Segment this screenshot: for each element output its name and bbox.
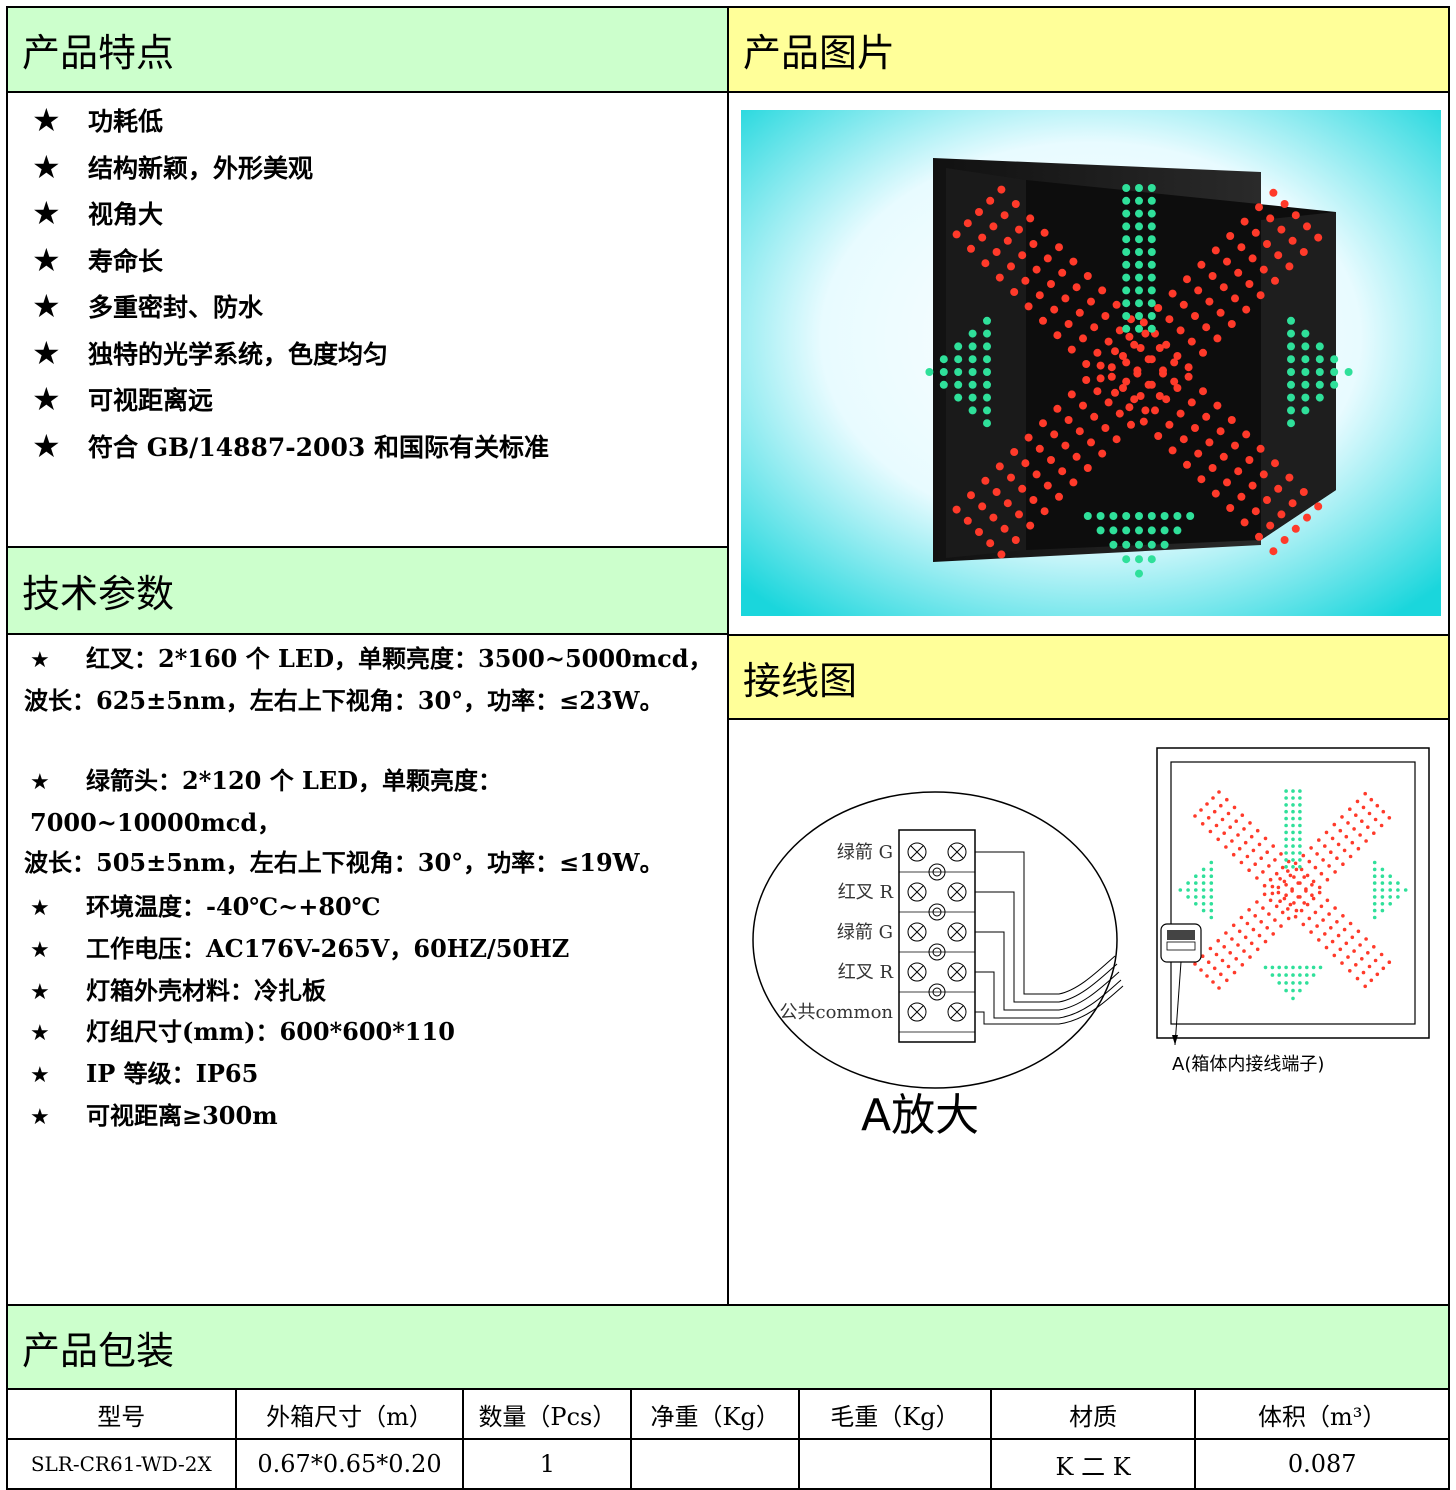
tech-panel: ★ 红叉：2*160 个 LED，单颗亮度：3500~5000mcd， 波长：62… (6, 633, 729, 1306)
star-icon: ★ (32, 240, 61, 279)
feature-text: 视角大 (88, 200, 164, 229)
feature-text: 功耗低 (88, 107, 164, 136)
star-icon: ★ (32, 287, 61, 325)
spec-text: 灯组尺寸(mm)：600*600*110 (86, 1017, 455, 1047)
table-header-cell: 型号 (6, 1388, 237, 1440)
feature-text: 可视距离远 (88, 386, 214, 415)
star-icon: ★ (30, 1105, 50, 1130)
features-title: 产品特点 (22, 31, 175, 75)
feature-item: ★ 独特的光学系统，色度均匀 (32, 334, 388, 372)
wiring-header: 接线图 (727, 634, 1450, 720)
star-icon: ★ (32, 101, 61, 139)
feature-item: ★ 视角大 (32, 194, 163, 232)
spec-item: ★ 可视距离≥300m (30, 1096, 720, 1138)
feature-item: ★ 结构新颖，外形美观 (32, 148, 313, 186)
picture-title: 产品图片 (743, 31, 896, 75)
zoom-label: A放大 (861, 1090, 979, 1141)
spec-text: 可视距离≥300m (86, 1101, 278, 1130)
feature-item: ★ 寿命长 (32, 241, 163, 279)
spec-text: 环境温度：-40℃~+80℃ (86, 892, 381, 921)
picture-panel (727, 91, 1450, 636)
feature-item: ★ 符合 GB/14887-2003 和国际有关标准 (32, 427, 549, 465)
tech-title: 技术参数 (22, 572, 175, 616)
feature-text: 符合 GB/14887-2003 和国际有关标准 (88, 432, 549, 462)
table-cell: K 二 K (989, 1438, 1197, 1490)
star-icon: ★ (30, 648, 50, 673)
table-cell: 1 (462, 1438, 633, 1490)
terminal-note: A(箱体内接线端子) (1172, 1054, 1324, 1075)
spec-text: 工作电压：AC176V-265V，60HZ/50HZ (86, 933, 570, 963)
table-header-cell: 净重（Kg） (630, 1388, 801, 1440)
packaging-title: 产品包装 (22, 1328, 175, 1373)
spec-item: ★ 工作电压：AC176V-265V，60HZ/50HZ (30, 929, 720, 971)
feature-text: 结构新颖，外形美观 (88, 153, 314, 183)
features-panel: ★ 功耗低 ★ 结构新颖，外形美观 ★ 视角大 ★ 寿命长 ★ 多重密封、防水 ★ 独特的光学系统，色… (6, 91, 729, 548)
spec-green-arrow: ★绿箭头：2*120 个 LED，单颗亮度：7000~10000mcd， 波长：… (24, 761, 720, 883)
zoom-ellipse (752, 791, 1118, 1089)
star-icon: ★ (32, 380, 61, 418)
feature-item: ★ 多重密封、防水 (32, 287, 263, 325)
star-icon: ★ (30, 1021, 50, 1047)
tech-header: 技术参数 (6, 546, 729, 635)
table-header-cell: 体积（m³） (1194, 1388, 1450, 1440)
wiring-title: 接线图 (743, 658, 858, 703)
terminal-label: 红叉 R (838, 962, 894, 983)
packaging-header: 产品包装 (6, 1304, 1450, 1390)
table-cell: SLR-CR61-WD-2X (6, 1438, 237, 1490)
spec-green-line2: 波长：505±5nm，左右上下视角：30°，功率：≤19W。 (24, 848, 664, 877)
spec-green-line1: 绿箭头：2*120 个 LED，单颗亮度：7000~10000mcd， (30, 766, 503, 837)
star-icon: ★ (32, 426, 61, 465)
features-header: 产品特点 (6, 6, 729, 93)
star-icon: ★ (32, 333, 61, 372)
table-header-cell: 材质 (989, 1388, 1197, 1440)
cabinet-outline (1156, 747, 1430, 1039)
spec-item: ★ 环境温度：-40℃~+80℃ (30, 887, 720, 929)
spec-red-line1: 红叉：2*160 个 LED，单颗亮度：3500~5000mcd， (86, 644, 713, 673)
picture-header: 产品图片 (727, 6, 1450, 93)
table-cell (630, 1438, 801, 1490)
star-icon: ★ (30, 937, 50, 963)
feature-text: 独特的光学系统，色度均匀 (88, 339, 389, 369)
star-icon: ★ (30, 770, 50, 795)
terminal-label: 绿箭 G (837, 842, 893, 863)
star-icon: ★ (30, 1063, 50, 1089)
spec-red-cross: ★ 红叉：2*160 个 LED，单颗亮度：3500~5000mcd， 波长：62… (24, 639, 720, 721)
spec-text: IP 等级：IP65 (86, 1059, 259, 1089)
star-icon: ★ (32, 147, 61, 186)
table-header-cell: 数量（Pcs） (462, 1388, 633, 1440)
feature-text: 寿命长 (88, 246, 164, 276)
wiring-panel: 绿箭 G 红叉 R 绿箭 G 红叉 R 公共common A放大 A(箱体内接线端子) (727, 718, 1450, 1306)
table-header-cell: 外箱尺寸（m） (234, 1388, 465, 1440)
table-cell (798, 1438, 992, 1490)
feature-item: ★ 功耗低 (32, 101, 163, 139)
spec-item: ★ IP 等级：IP65 (30, 1054, 720, 1096)
feature-item: ★ 可视距离远 (32, 380, 213, 418)
spec-text: 灯箱外壳材料：冷扎板 (86, 975, 326, 1005)
table-cell: 0.67*0.65*0.20 (234, 1438, 465, 1490)
feature-text: 多重密封、防水 (88, 293, 264, 322)
wiring-diagram: 绿箭 G 红叉 R 绿箭 G 红叉 R 公共common A放大 A(箱体内接线端子) (752, 747, 1430, 1141)
terminal-label: 公共common (780, 1002, 894, 1023)
spec-red-line2: 波长：625±5nm，左右上下视角：30°，功率：≤23W。 (24, 686, 664, 715)
table-header-cell: 毛重（Kg） (798, 1388, 992, 1440)
spec-item: ★ 灯箱外壳材料：冷扎板 (30, 971, 720, 1013)
packaging-table: 型号外箱尺寸（m）数量（Pcs）净重（Kg）毛重（Kg）材质体积（m³） SLR… (6, 1388, 1450, 1490)
star-icon: ★ (30, 979, 50, 1005)
star-icon: ★ (32, 194, 61, 232)
star-icon: ★ (30, 896, 50, 921)
terminal-label: 红叉 R (838, 882, 894, 903)
table-cell: 0.087 (1194, 1438, 1450, 1490)
terminal-label: 绿箭 G (837, 922, 893, 943)
product-photo (741, 110, 1441, 616)
spec-item: ★ 灯组尺寸(mm)：600*600*110 (30, 1012, 720, 1054)
